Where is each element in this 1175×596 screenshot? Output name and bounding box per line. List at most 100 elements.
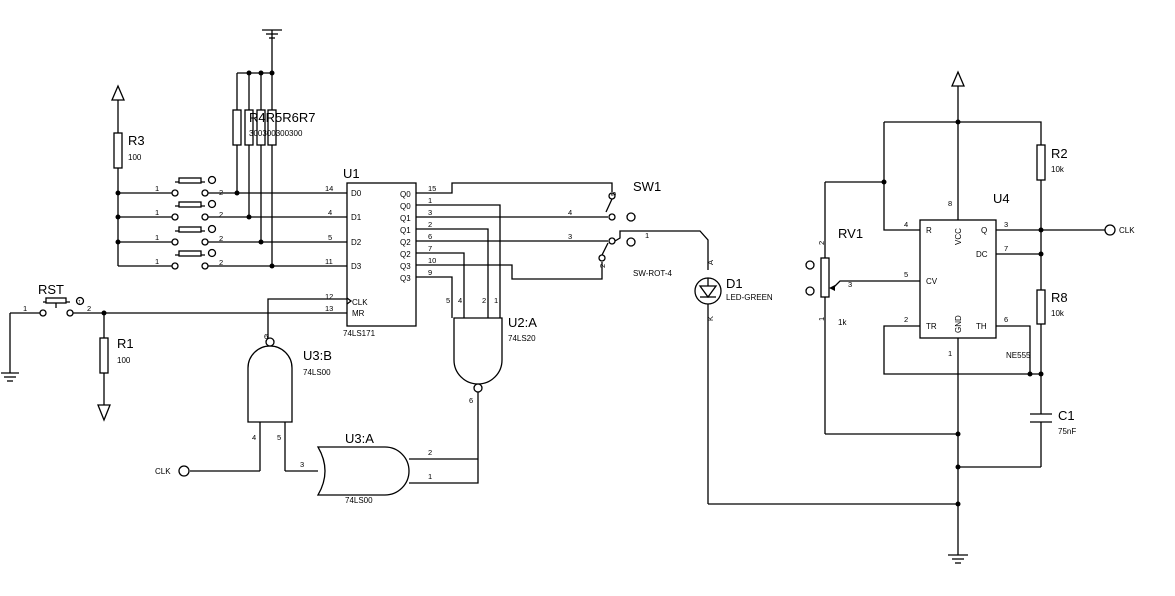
u3b-label: U3:B [303,348,332,363]
r2-label: R2 [1051,146,1068,161]
svg-text:MR: MR [352,309,365,318]
r4-r7-label: R4R5R6R7 [249,110,315,125]
vcc-arrow-right [951,70,965,220]
svg-text:1k: 1k [838,318,847,327]
u1-output-wires [267,182,613,340]
svg-text:1: 1 [155,233,159,242]
svg-text:11: 11 [325,257,333,266]
svg-text:7: 7 [428,244,432,253]
svg-text:2: 2 [904,315,908,324]
u2a-label: U2:A [508,315,537,330]
svg-text:74LS20: 74LS20 [508,334,536,343]
svg-text:K: K [706,316,715,321]
clk-terminal-left [178,465,190,477]
svg-text:6: 6 [264,332,268,341]
svg-text:NE555: NE555 [1006,351,1031,360]
u3a-label: U3:A [345,431,374,446]
svg-text:5: 5 [277,433,281,442]
svg-text:100: 100 [128,153,142,162]
svg-text:74LS00: 74LS00 [345,496,373,505]
r3-label: R3 [128,133,145,148]
svg-text:13: 13 [325,304,333,313]
svg-text:10k: 10k [1051,309,1065,318]
u4-label: U4 [993,191,1010,206]
svg-text:A: A [706,260,715,265]
data-buttons [115,175,347,270]
svg-text:5: 5 [446,296,450,305]
svg-text:14: 14 [325,184,333,193]
svg-text:5: 5 [904,270,908,279]
potentiometer-rv1 [805,257,835,298]
capacitor-c1 [1030,413,1052,423]
svg-text:100: 100 [117,356,131,365]
svg-text:CLK: CLK [1119,226,1135,235]
svg-text:6: 6 [469,396,473,405]
svg-text:2: 2 [428,448,432,457]
svg-text:LED-GREEN: LED-GREEN [726,293,773,302]
clk-terminal-right [1104,224,1116,236]
r8-label: R8 [1051,290,1068,305]
svg-text:Q0: Q0 [400,190,411,199]
svg-text:74LS171: 74LS171 [343,329,376,338]
svg-text:D2: D2 [351,238,362,247]
svg-text:6: 6 [1004,315,1008,324]
svg-text:CLK: CLK [352,298,368,307]
svg-text:3: 3 [428,208,432,217]
svg-text:300300300300: 300300300300 [249,129,303,138]
ic-u1 [346,182,417,327]
svg-text:1: 1 [155,257,159,266]
svg-text:2: 2 [219,210,223,219]
d1-label: D1 [726,276,743,291]
svg-text:74LS00: 74LS00 [303,368,331,377]
svg-text:VCC: VCC [954,228,963,245]
svg-text:4: 4 [904,220,908,229]
led-d1 [694,277,958,505]
svg-text:1: 1 [817,317,826,321]
svg-text:4: 4 [328,208,332,217]
c1-label: C1 [1058,408,1075,423]
svg-text:2: 2 [87,304,91,313]
svg-text:GND: GND [954,315,963,333]
svg-text:1: 1 [23,304,27,313]
svg-text:2: 2 [598,264,607,268]
resistor-r2 [1036,144,1046,181]
svg-text:CV: CV [926,277,938,286]
timer-wiring [824,119,1105,555]
svg-text:D1: D1 [351,213,362,222]
svg-text:Q3: Q3 [400,262,411,271]
svg-text:15: 15 [428,184,436,193]
svg-text:SW-ROT-4: SW-ROT-4 [633,269,673,278]
svg-text:Q: Q [981,226,987,235]
svg-text:CLK: CLK [155,467,171,476]
rst-label: RST [38,282,64,297]
svg-text:12: 12 [325,292,333,301]
svg-text:3: 3 [300,460,304,469]
svg-text:4: 4 [252,433,256,442]
resistor-bank-r4-r7 [232,29,282,269]
svg-text:8: 8 [948,199,952,208]
svg-text:1: 1 [494,296,498,305]
rv1-label: RV1 [838,226,863,241]
svg-text:10k: 10k [1051,165,1065,174]
ground-symbol-right [948,554,968,564]
svg-text:1: 1 [428,472,432,481]
u1-label: U1 [343,166,360,181]
svg-text:1: 1 [645,231,649,240]
svg-text:Q1: Q1 [400,226,411,235]
svg-text:4: 4 [458,296,462,305]
svg-text:3: 3 [1004,220,1008,229]
nand-gate-u3a [285,446,450,496]
svg-text:Q1: Q1 [400,214,411,223]
svg-text:1: 1 [428,196,432,205]
svg-text:1: 1 [155,184,159,193]
rotary-switch-sw1 [598,192,709,270]
svg-text:Q2: Q2 [400,238,411,247]
svg-text:Q0: Q0 [400,202,411,211]
svg-text:DC: DC [976,250,988,259]
svg-text:5: 5 [609,192,618,196]
ic-u4 [919,219,997,339]
sw1-label: SW1 [633,179,661,194]
svg-text:7: 7 [1004,244,1008,253]
svg-text:3: 3 [848,280,852,289]
